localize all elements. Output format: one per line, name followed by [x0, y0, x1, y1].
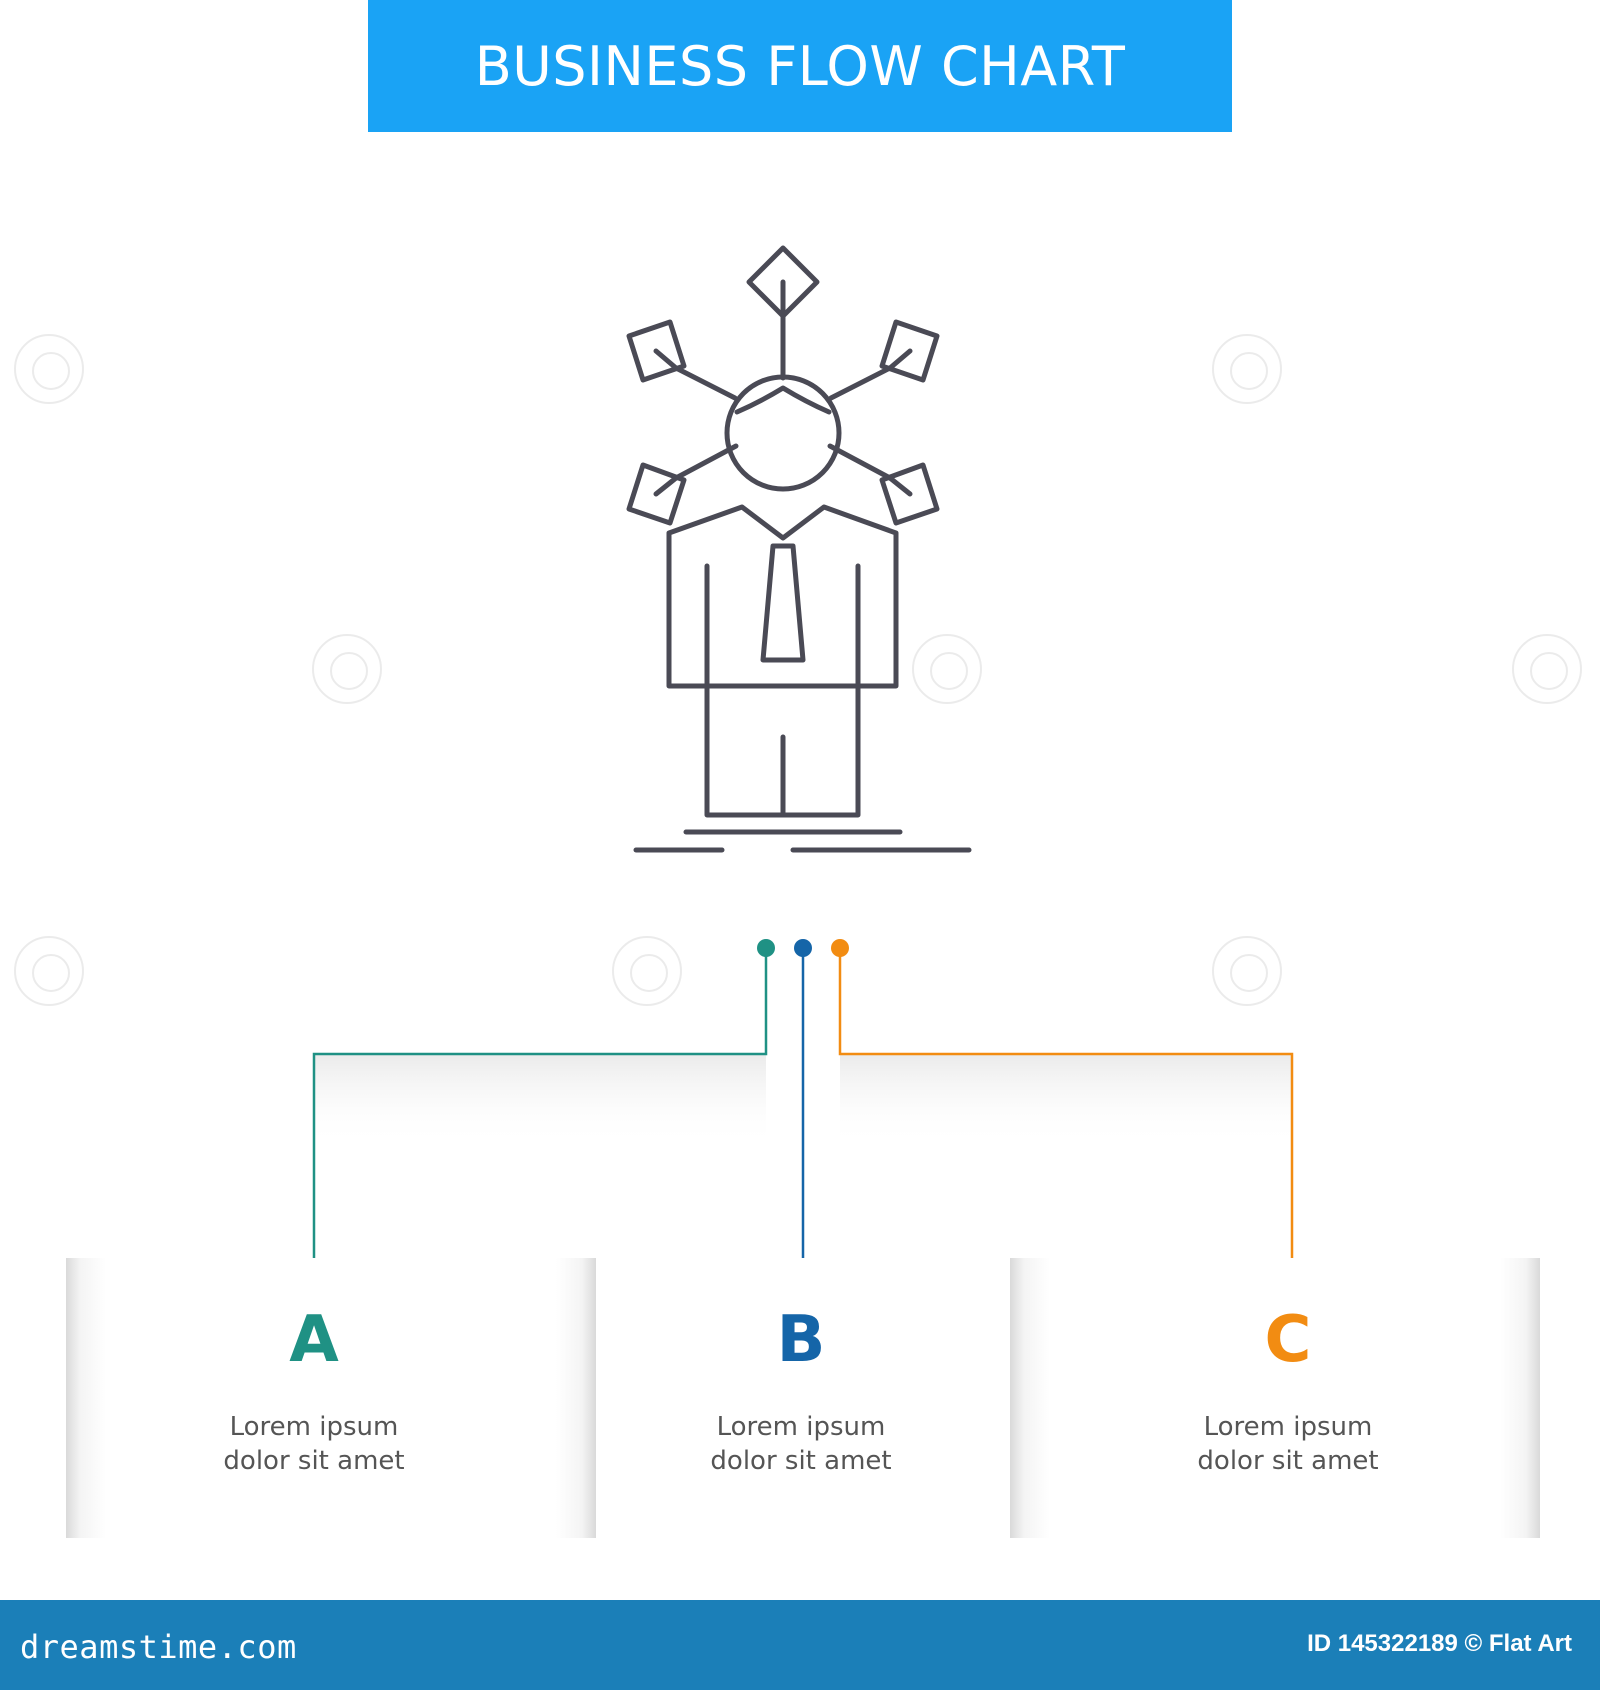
- dot-c: [831, 939, 849, 957]
- watermark-icon: [312, 634, 382, 704]
- step-caption-line1: Lorem ipsum: [716, 1412, 886, 1442]
- dot-b: [794, 939, 812, 957]
- step-card-b: [596, 1258, 1012, 1538]
- footer-image-id: ID 145322189 © Flat Art: [1307, 1630, 1572, 1657]
- step-caption-line1: Lorem ipsum: [1203, 1412, 1373, 1442]
- step-caption-line1: Lorem ipsum: [229, 1412, 399, 1442]
- step-card-c: [1010, 1258, 1540, 1538]
- step-caption-line2: dolor sit amet: [223, 1446, 405, 1476]
- footer-brand: dreamstime.com: [20, 1628, 297, 1666]
- watermark-icon: [612, 936, 682, 1006]
- footer-bar: dreamstime.com ID 145322189 © Flat Art: [0, 1600, 1600, 1690]
- connector-c: [838, 950, 1294, 1276]
- flow-diagram: [312, 245, 1294, 1276]
- title-banner: BUSINESS FLOW CHART: [368, 0, 1232, 132]
- step-caption-b: Lorem ipsum dolor sit amet: [651, 1410, 951, 1478]
- step-caption-line2: dolor sit amet: [1197, 1446, 1379, 1476]
- step-letter-c: C: [1264, 1303, 1312, 1377]
- dot-a: [757, 939, 775, 957]
- watermark-icon: [912, 634, 982, 704]
- step-letter-a: A: [289, 1303, 339, 1377]
- connector-shadow: [314, 1054, 766, 1146]
- chart-title: BUSINESS FLOW CHART: [474, 34, 1126, 98]
- step-caption-c: Lorem ipsum dolor sit amet: [1138, 1410, 1438, 1478]
- watermark-icon: [14, 334, 84, 404]
- connector-a: [312, 950, 768, 1276]
- step-letter-b: B: [776, 1303, 826, 1377]
- business-person-network-icon: [626, 245, 972, 853]
- watermark-icon: [1212, 936, 1282, 1006]
- step-caption-a: Lorem ipsum dolor sit amet: [164, 1410, 464, 1478]
- watermark-icon: [1512, 634, 1582, 704]
- step-card-a: [66, 1258, 596, 1538]
- step-caption-line2: dolor sit amet: [710, 1446, 892, 1476]
- watermark-icon: [1212, 334, 1282, 404]
- connector-shadow: [840, 1054, 1292, 1146]
- watermark-icon: [14, 936, 84, 1006]
